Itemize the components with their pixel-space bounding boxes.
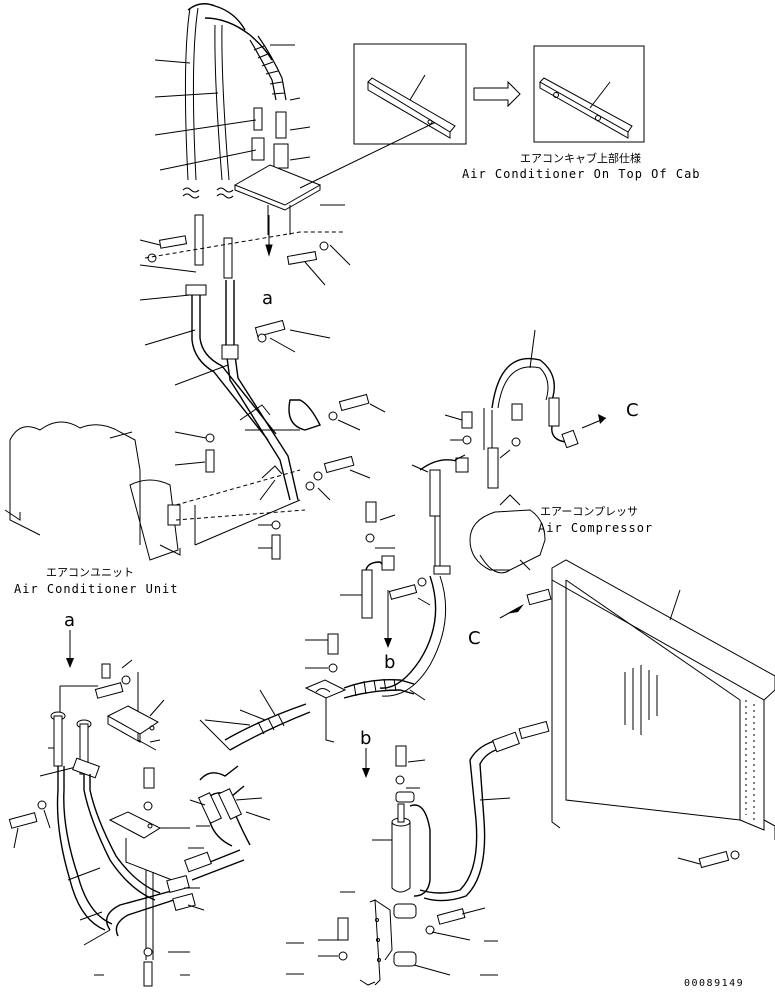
air-conditioner-unit	[4, 421, 306, 561]
hose-ribbing	[253, 45, 286, 95]
lower-left-group	[8, 630, 271, 987]
upper-hose-group	[182, 3, 322, 257]
label-compressor-ja: エアーコンプレッサ	[540, 505, 638, 518]
ref-a-bottom: a	[64, 610, 75, 631]
label-unit-ja: エアコンユニット	[46, 566, 134, 579]
bolt-cluster-upper	[139, 214, 351, 286]
part-number: 00089149	[684, 978, 744, 989]
ref-c-left: C	[468, 628, 481, 649]
leader-lines-top	[154, 44, 441, 206]
label-unit-en: Air Conditioner Unit	[14, 582, 179, 596]
inset-box-left	[353, 43, 467, 145]
rail-holes	[745, 700, 755, 820]
lower-center-group: b b	[204, 501, 520, 986]
label-compressor-en: Air Compressor	[538, 521, 653, 535]
compressor-hose-group	[411, 329, 607, 575]
inset-box-right	[533, 45, 645, 143]
middle-pipe-group	[139, 280, 386, 560]
ref-a-top: a	[262, 288, 273, 309]
ribbed-hose-left	[257, 713, 285, 735]
label-cab-top-ja: エアコンキャブ上部仕様	[520, 151, 641, 165]
condenser-radiator	[499, 559, 775, 869]
ribbed-hose-mid	[353, 678, 397, 697]
ref-c-right: C	[626, 400, 639, 421]
condenser-fins	[624, 665, 658, 735]
ref-b-bottom: b	[360, 728, 371, 749]
ref-b-mid: b	[384, 652, 395, 673]
label-cab-top-en: Air Conditioner On Top Of Cab	[462, 167, 701, 181]
inset-arrow	[473, 80, 521, 108]
